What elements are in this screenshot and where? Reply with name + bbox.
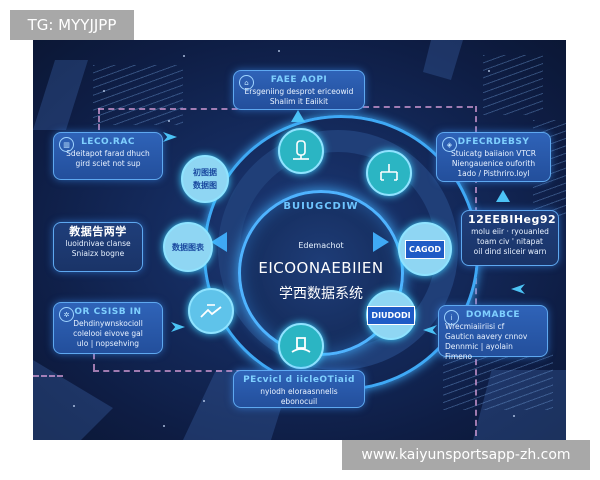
star	[73, 405, 75, 407]
card-bottom-right[interactable]: i DOMABCE Wrecmiaiiriisi cf Gauticn aave…	[438, 305, 548, 361]
card-top-right-line: 1ado / Pisthriro.loyl	[457, 169, 530, 178]
card-bottom-left-line: Dehdinywnskocioll	[73, 319, 143, 328]
card-top-left-title: LECO.RAC	[81, 137, 135, 147]
arrow-up-icon	[496, 190, 510, 202]
card-bottom-right-line: Gauticn aavery cnnov	[445, 332, 528, 341]
node-bottom-left[interactable]	[188, 288, 234, 334]
node-right-label: CAGOD	[404, 239, 446, 259]
card-top-left-line: Sdeitapot farad dhuch	[66, 149, 150, 158]
card-bottom-left-title: OR CSISB IN	[74, 307, 142, 317]
card-bottom-left-line: ulo | nopsehving	[76, 339, 140, 348]
watermark-top-left: TG: MYYJJPP	[10, 10, 134, 40]
card-bottom-right-title: DOMABCE	[465, 310, 521, 320]
info-icon: i	[444, 310, 459, 325]
connector-line	[98, 108, 248, 110]
hub-subtitle: Edemachot	[298, 241, 344, 250]
bg-shape	[423, 40, 463, 80]
trophy-icon: ⌂	[239, 75, 254, 90]
star	[103, 90, 105, 92]
card-bottom-right-line: Fimeno	[445, 352, 473, 361]
node-top-left[interactable]: 初图据 数据图	[181, 155, 229, 203]
star	[163, 425, 165, 427]
infographic-canvas: BUIUGCDIW Edemachot EICOONAEBIIEN 学西数据系统…	[33, 40, 566, 440]
podium-icon	[291, 337, 311, 353]
connector-line	[363, 106, 473, 108]
card-mid-right-line: molu eiir · ryouanled	[471, 227, 549, 236]
node-bottom[interactable]	[278, 323, 324, 369]
arrow-left-icon	[211, 232, 227, 252]
star	[278, 50, 280, 52]
card-mid-right-title: 12EEBIHeg92	[468, 213, 557, 226]
hub-arc-text: BUIUGCDIW	[283, 201, 359, 212]
network-icon: ✲	[59, 307, 74, 322]
trophy-figure-icon	[293, 140, 309, 160]
watermark-url: www.kaiyunsportsapp-zh.com	[342, 440, 590, 470]
card-top-left-line: gird sciet not sup	[75, 159, 141, 168]
card-mid-right[interactable]: 12EEBIHeg92 molu eiir · ryouanled toam c…	[461, 210, 559, 266]
card-mid-right-line: toam civ ' nitapat	[477, 237, 543, 246]
connector-line	[93, 370, 263, 372]
star	[168, 120, 170, 122]
card-top-right-line: Stuicatg baiiaion VTCR	[451, 149, 536, 158]
badge-icon: ◈	[442, 137, 457, 152]
hub-title: EICOONAEBIIEN	[258, 259, 384, 277]
bg-shape	[33, 360, 113, 440]
star	[203, 400, 205, 402]
connector-line	[33, 375, 63, 377]
card-mid-left-line: Sniaizx bogne	[71, 249, 125, 258]
card-mid-left[interactable]: 教据告两学 luoidnivae clanse Sniaizx bogne	[53, 222, 143, 272]
node-top[interactable]	[278, 128, 324, 174]
bracket-tree-icon	[380, 164, 398, 181]
trend-line-icon	[200, 304, 222, 318]
bg-hatch	[483, 55, 543, 115]
connector-line	[98, 108, 100, 138]
card-top-line: Shalim it Eaiikit	[269, 97, 329, 106]
card-bottom-line: ebonocuil	[280, 397, 318, 406]
node-left-label: 数据图表	[172, 242, 204, 252]
card-mid-left-line: luoidnivae clanse	[65, 239, 131, 248]
card-mid-right-line: oil dind sliceir warn	[473, 247, 547, 256]
star	[183, 55, 185, 57]
card-top-left[interactable]: ▥ LECO.RAC Sdeitapot farad dhuch gird sc…	[53, 132, 163, 180]
card-bottom-right-line: Wrecmiaiiriisi cf	[445, 322, 505, 331]
arrow-up-icon	[291, 110, 305, 122]
bg-shape	[33, 60, 88, 130]
node-left[interactable]: 数据图表	[163, 222, 213, 272]
star	[513, 415, 515, 417]
arrow-left-icon	[511, 284, 525, 294]
node-bottom-right-label: DIUDODI	[367, 305, 415, 325]
card-top-right-title: DFECRDEBSY	[457, 137, 530, 147]
card-top-right[interactable]: ◈ DFECRDEBSY Stuicatg baiiaion VTCR Nien…	[436, 132, 551, 182]
card-bottom-title: PEcvicl d iicleOTiaid	[243, 375, 355, 385]
chart-icon: ▥	[59, 137, 74, 152]
arrow-right-icon	[373, 232, 389, 252]
card-top[interactable]: ⌂ FAEE AOPI Ersgeniing desprot ericeowid…	[233, 70, 365, 110]
card-bottom-left[interactable]: ✲ OR CSISB IN Dehdinywnskocioll colelooi…	[53, 302, 163, 354]
arrow-right-icon	[171, 322, 185, 332]
card-top-title: FAEE AOPI	[270, 75, 328, 85]
node-bottom-right[interactable]: DIUDODI	[366, 290, 416, 340]
card-bottom-line: nyiodh eloraasnnelis	[260, 387, 338, 396]
node-right[interactable]: CAGOD	[398, 222, 452, 276]
card-top-right-line: Niengauenice ouforith	[451, 159, 536, 168]
arrow-right-icon	[163, 132, 177, 142]
card-mid-left-title: 教据告两学	[69, 225, 127, 238]
bg-hatch	[93, 65, 183, 125]
bg-hatch	[443, 350, 553, 410]
star	[488, 70, 490, 72]
card-bottom-right-line: Dennmic | ayolain	[445, 342, 513, 351]
hub-title-cn: 学西数据系统	[279, 286, 363, 302]
node-top-left-label: 初图据 数据图	[193, 168, 217, 190]
card-top-line: Ersgeniing desprot ericeowid	[244, 87, 354, 96]
card-bottom-left-line: colelooi eivove gal	[73, 329, 143, 338]
card-bottom[interactable]: PEcvicl d iicleOTiaid nyiodh eloraasnnel…	[233, 370, 365, 408]
node-top-right[interactable]	[366, 150, 412, 196]
